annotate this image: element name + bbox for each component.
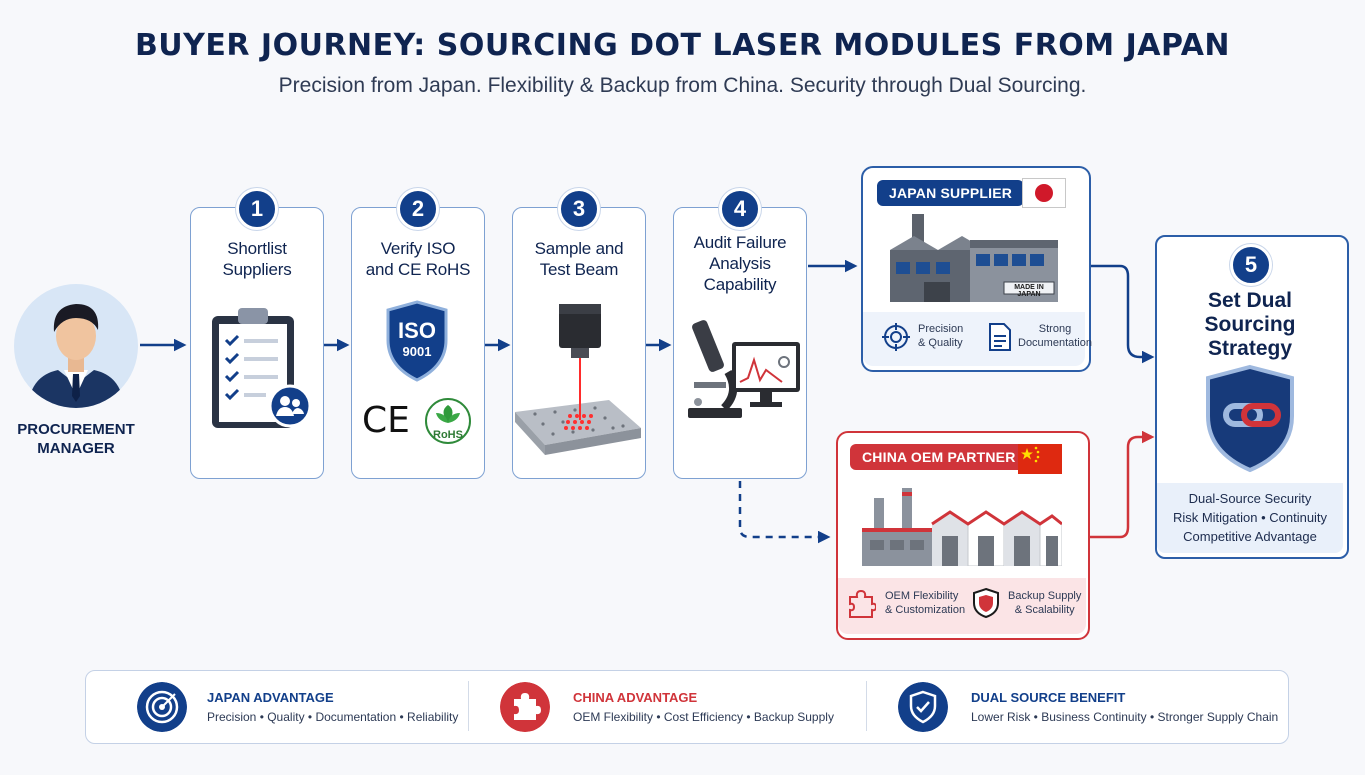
dual-source-benefit-text: Lower Risk • Business Continuity • Stron… bbox=[971, 710, 1279, 724]
japan-supplier-tag: JAPAN SUPPLIER bbox=[877, 180, 1025, 206]
puzzle-piece-icon bbox=[849, 589, 876, 618]
step-badge-1: 1 bbox=[236, 188, 278, 230]
advantages-divider bbox=[866, 681, 867, 731]
iso-shield-icon bbox=[386, 300, 448, 382]
advantages-bar bbox=[85, 670, 1289, 744]
chain-link-shield-icon bbox=[1206, 364, 1294, 473]
china-oem-tag: CHINA OEM PARTNER bbox=[850, 444, 1028, 470]
manager-label: PROCUREMENT MANAGER bbox=[17, 421, 135, 457]
step-title-2: Verify ISO and CE RoHS bbox=[365, 239, 471, 279]
arrow-china-strategy bbox=[1088, 430, 1155, 539]
china-flag-icon bbox=[1018, 444, 1062, 474]
clipboard-checklist-icon bbox=[212, 308, 312, 428]
japan-factory-icon bbox=[890, 214, 1058, 302]
japan-advantage-text: Precision • Quality • Documentation • Re… bbox=[207, 710, 459, 724]
step-title-3: Sample and Test Beam bbox=[534, 239, 624, 279]
china-factory-icon bbox=[862, 488, 1062, 566]
china-advantage-title: CHINA ADVANTAGE bbox=[573, 690, 698, 705]
china-feature-oem: OEM Flexibility & Customization bbox=[885, 590, 966, 616]
dual-source-benefit-title: DUAL SOURCE BENEFIT bbox=[971, 690, 1126, 705]
step-badge-5: 5 bbox=[1230, 244, 1272, 286]
person-icon bbox=[28, 304, 124, 408]
page-subtitle: Precision from Japan. Flexibility & Back… bbox=[278, 74, 1087, 97]
rohs-label: RoHS bbox=[433, 429, 463, 441]
puzzle-icon bbox=[500, 682, 550, 732]
benefit-risk-mitigation: Risk Mitigation • Continuity bbox=[1172, 510, 1328, 525]
step-badge-4: 4 bbox=[719, 188, 761, 230]
china-advantage-text: OEM Flexibility • Cost Efficiency • Back… bbox=[573, 710, 834, 724]
page-title: BUYER JOURNEY: SOURCING DOT LASER MODULE… bbox=[134, 28, 1231, 63]
step-badge-2: 2 bbox=[397, 188, 439, 230]
benefit-dual-source: Dual-Source Security bbox=[1188, 491, 1312, 506]
strategy-title: Set Dual Sourcing Strategy bbox=[1204, 289, 1296, 360]
microscope-icon bbox=[688, 320, 800, 418]
step-badge-3: 3 bbox=[558, 188, 600, 230]
arrow-japan-strategy bbox=[1089, 264, 1155, 364]
arrow-step4-china-dashed bbox=[738, 481, 831, 544]
shield-check-icon bbox=[898, 682, 948, 732]
japan-feature-documentation: Strong Documentation bbox=[1018, 323, 1092, 349]
china-features-panel bbox=[838, 578, 1086, 634]
rohs-leaf-icon bbox=[425, 398, 471, 444]
precision-target-icon bbox=[882, 323, 910, 351]
japan-advantage-title: JAPAN ADVANTAGE bbox=[207, 690, 334, 705]
backup-shield-icon bbox=[973, 587, 999, 619]
benefit-competitive: Competitive Advantage bbox=[1183, 529, 1317, 544]
procurement-manager-avatar bbox=[14, 284, 138, 408]
ce-mark: CE bbox=[362, 400, 410, 441]
target-icon bbox=[137, 682, 187, 732]
japan-flag-icon bbox=[1022, 178, 1066, 208]
made-in-japan-sign: MADE IN JAPAN bbox=[1014, 284, 1044, 298]
china-feature-backup: Backup Supply & Scalability bbox=[1008, 590, 1082, 616]
iso-label: ISO bbox=[398, 318, 436, 343]
step-title-4: Audit Failure Analysis Capability bbox=[693, 233, 787, 294]
japan-feature-precision: Precision & Quality bbox=[918, 323, 964, 349]
iso-number: 9001 bbox=[402, 344, 432, 359]
document-icon bbox=[989, 323, 1011, 351]
advantages-divider bbox=[468, 681, 469, 731]
step-title-1: Shortlist Suppliers bbox=[222, 239, 292, 279]
laser-module-icon bbox=[515, 304, 641, 455]
strategy-benefits-panel bbox=[1157, 483, 1343, 553]
